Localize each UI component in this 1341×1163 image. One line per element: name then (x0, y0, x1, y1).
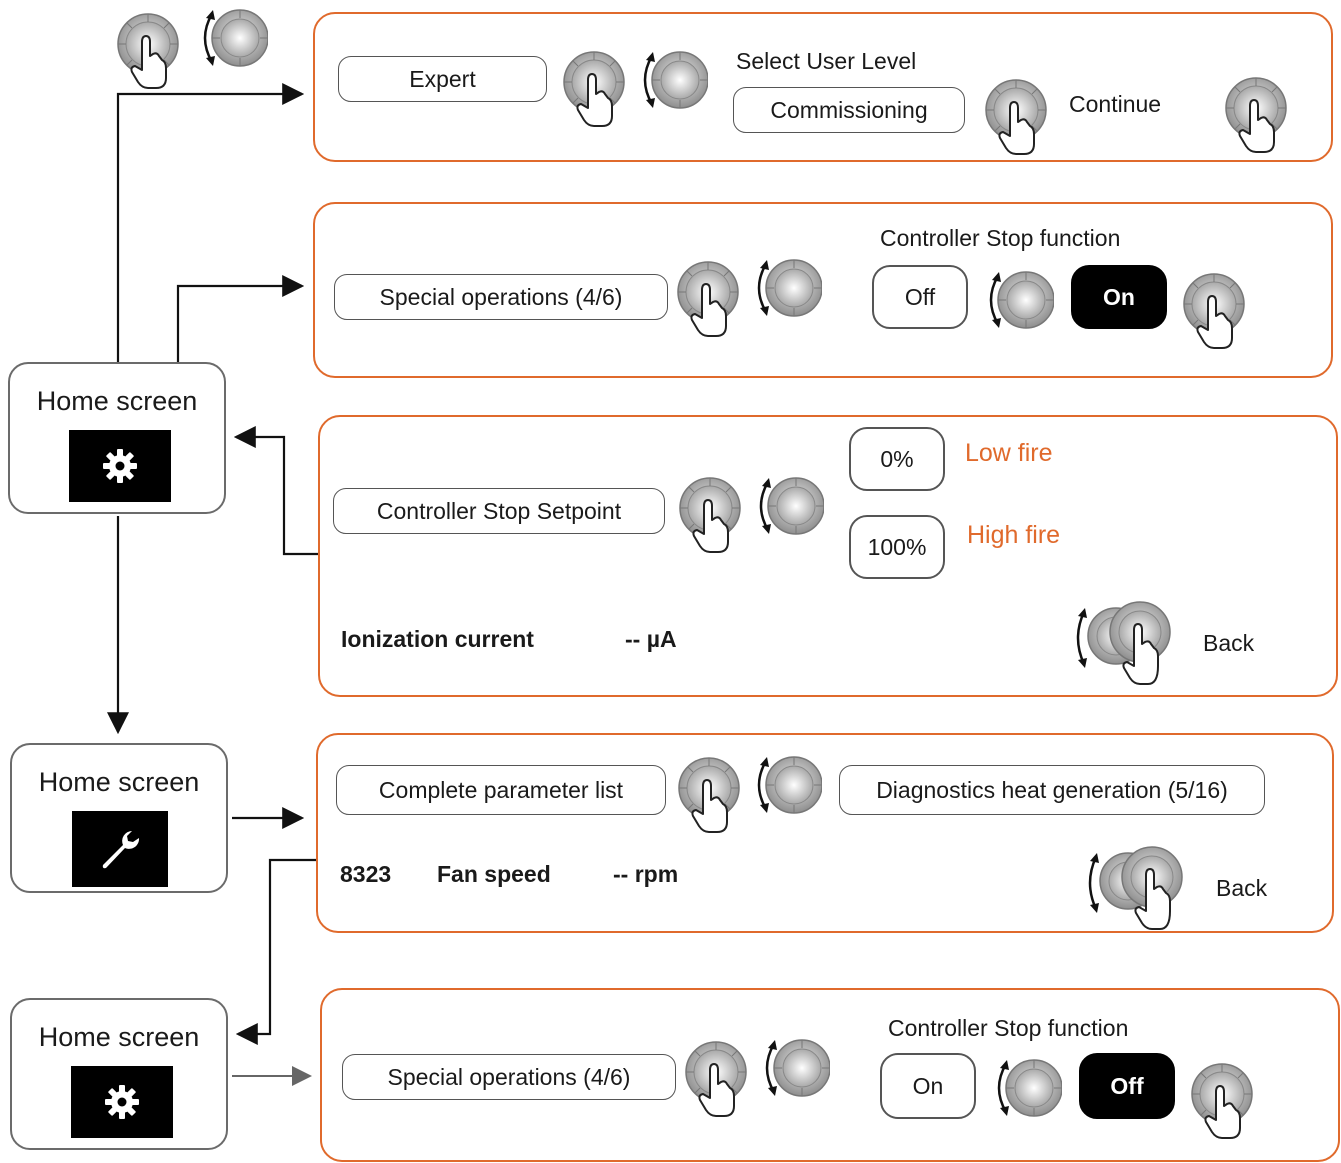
stop-setpoint-menu-item[interactable]: Controller Stop Setpoint (333, 488, 665, 534)
stop-off-option-selected[interactable]: Off (1079, 1053, 1175, 1119)
knob-rotate-icon (196, 6, 268, 70)
wrench-icon (72, 811, 168, 887)
continue-label: Continue (1069, 91, 1162, 117)
knob-rotate-icon[interactable] (750, 753, 822, 817)
fan-speed-value: -- rpm (613, 861, 679, 887)
ionization-current-label: Ionization current (341, 626, 534, 652)
home-screen-label: Home screen (38, 1022, 200, 1052)
high-fire-label: High fire (967, 521, 1061, 549)
knob-press-icon[interactable] (684, 1040, 748, 1118)
knob-rotate-icon[interactable] (990, 1056, 1062, 1120)
stop-function-heading: Controller Stop function (880, 225, 1121, 251)
knob-rotate-icon[interactable] (750, 256, 822, 320)
ionization-current-value: -- µA (625, 626, 677, 652)
complete-parameter-list-menu-item[interactable]: Complete parameter list (336, 765, 666, 815)
home-screen-2[interactable]: Home screen (10, 743, 228, 893)
knob-press-icon[interactable] (984, 78, 1048, 156)
knob-press-icon[interactable] (677, 756, 741, 834)
expert-menu-item[interactable]: Expert (338, 56, 547, 102)
knob-rotate-icon[interactable] (982, 268, 1054, 332)
diagnostics-heat-generation-item[interactable]: Diagnostics heat generation (5/16) (839, 765, 1265, 815)
user-level-heading: Select User Level (736, 48, 917, 74)
knob-press-icon[interactable] (1182, 272, 1246, 350)
back-label: Back (1203, 630, 1255, 656)
knob-rotate-icon[interactable] (752, 474, 824, 538)
home-screen-label: Home screen (38, 767, 200, 797)
knob-press-icon[interactable] (678, 476, 742, 554)
low-fire-label: Low fire (965, 439, 1053, 467)
knob-rotate-icon[interactable] (758, 1036, 830, 1100)
low-fire-value[interactable]: 0% (849, 427, 945, 491)
fan-speed-label: Fan speed (437, 861, 551, 887)
home-screen-label: Home screen (36, 386, 198, 416)
back-knob-icon[interactable] (1074, 598, 1184, 688)
stop-off-option[interactable]: Off (872, 265, 968, 329)
knob-press-icon[interactable] (1224, 76, 1288, 154)
commissioning-option[interactable]: Commissioning (733, 87, 965, 133)
connector-setpoint-to-home (233, 426, 318, 556)
special-operations-menu-item[interactable]: Special operations (4/6) (334, 274, 668, 320)
stop-function-heading: Controller Stop function (888, 1015, 1129, 1041)
back-label: Back (1216, 875, 1268, 901)
parameter-number: 8323 (340, 861, 392, 887)
gear-icon (69, 430, 171, 502)
high-fire-value[interactable]: 100% (849, 515, 945, 579)
connector-home-to-user-level (116, 83, 305, 362)
knob-press-icon (116, 12, 180, 90)
knob-press-icon[interactable] (1190, 1062, 1254, 1140)
special-operations-menu-item[interactable]: Special operations (4/6) (342, 1054, 676, 1100)
knob-press-icon[interactable] (562, 50, 626, 128)
home-screen-1[interactable]: Home screen (8, 362, 226, 514)
home-screen-3[interactable]: Home screen (10, 998, 228, 1150)
stop-on-option[interactable]: On (880, 1053, 976, 1119)
knob-rotate-icon[interactable] (636, 48, 708, 112)
back-knob-icon[interactable] (1086, 843, 1196, 933)
knob-press-icon[interactable] (676, 260, 740, 338)
gear-icon (71, 1066, 173, 1138)
connector-fan-to-home3 (235, 858, 316, 1045)
stop-on-option-selected[interactable]: On (1071, 265, 1167, 329)
connector-home-to-special-ops (176, 275, 305, 362)
panel-stop-setpoint (318, 415, 1338, 697)
